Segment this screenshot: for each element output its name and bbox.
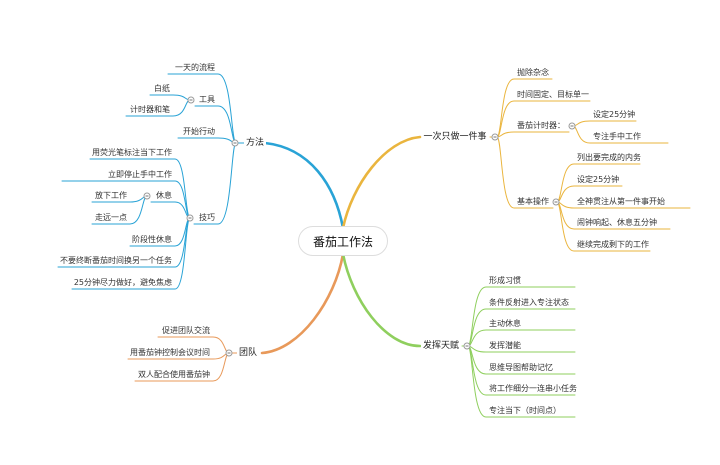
node-stop-now[interactable]: 立即停止手中工作: [107, 170, 173, 180]
node-list-tasks[interactable]: 列出要完成的内务: [576, 153, 642, 163]
node-no-interrupt[interactable]: 不要终断番茄时间换另一个任务: [59, 256, 173, 266]
node-stage-rest[interactable]: 阶段性休息: [131, 235, 173, 245]
main-branch-talent: [341, 252, 422, 348]
node-tomato-timer[interactable]: 番茄计时器：: [516, 121, 566, 131]
branch-method[interactable]: 方法: [243, 138, 267, 148]
connector-line: [496, 131, 561, 138]
node-rest[interactable]: 休息: [155, 191, 173, 201]
node-set-25[interactable]: 设定25分钟: [592, 110, 637, 120]
node-all-in[interactable]: 全神贯注从第一件事开始: [576, 197, 666, 207]
collapse-toggle-single-task[interactable]: [491, 133, 499, 141]
collapse-toggle-method[interactable]: [231, 139, 239, 147]
node-basic-ops[interactable]: 基本操作: [516, 197, 550, 207]
collapse-toggle-tools[interactable]: [187, 96, 195, 104]
node-reflex[interactable]: 条件反射进入专注状态: [488, 298, 570, 308]
main-branch-method: [263, 141, 345, 230]
main-branch-single-task: [341, 135, 422, 230]
node-highlight[interactable]: 用荧光笔标注当下工作: [91, 148, 173, 158]
connector-line: [217, 142, 237, 225]
main-branch-team: [260, 252, 345, 355]
branch-team[interactable]: 团队: [236, 348, 260, 358]
node-alarm-rest[interactable]: 闹钟响起、休息五分钟: [576, 218, 658, 228]
node-start-action[interactable]: 开始行动: [182, 127, 216, 137]
node-potential[interactable]: 发挥潜能: [488, 341, 522, 351]
node-active-rest[interactable]: 主动休息: [488, 319, 522, 329]
node-focus-work[interactable]: 专注手中工作: [592, 132, 642, 142]
node-pair-use[interactable]: 双人配合使用番茄钟: [137, 370, 211, 380]
central-topic[interactable]: 番茄工作法: [298, 226, 388, 256]
node-tools[interactable]: 工具: [198, 95, 216, 105]
connector-line: [177, 137, 237, 144]
connector-line: [467, 345, 576, 418]
node-fixed-goal[interactable]: 时间固定、目标单一: [516, 90, 590, 100]
connector-line: [151, 201, 191, 219]
node-paper[interactable]: 白纸: [153, 84, 171, 94]
node-continue-work[interactable]: 继续完成剩下的工作: [576, 240, 650, 250]
node-habit[interactable]: 形成习惯: [488, 276, 522, 286]
collapse-toggle-talent[interactable]: [463, 342, 471, 350]
connector-line: [572, 120, 637, 127]
node-walk-away[interactable]: 走远一点: [94, 213, 128, 223]
node-timer-pen[interactable]: 计时器和笔: [129, 105, 171, 115]
node-present[interactable]: 专注当下（时间点）: [488, 406, 562, 416]
collapse-toggle-basic-ops[interactable]: [552, 198, 560, 206]
connector-line: [89, 158, 191, 219]
node-team-exchange[interactable]: 促进团队交流: [161, 326, 211, 336]
node-mindmap[interactable]: 思维导图帮助记忆: [488, 363, 554, 373]
branch-single-task[interactable]: 一次只做一件事: [421, 132, 489, 142]
connector-line: [149, 94, 191, 101]
node-put-down[interactable]: 放下工作: [94, 191, 128, 201]
node-flow[interactable]: 一天的流程: [174, 63, 216, 73]
collapse-toggle-tomato-timer[interactable]: [568, 122, 576, 130]
node-split-tasks[interactable]: 将工作细分一连串小任务: [488, 384, 578, 394]
node-do-best[interactable]: 25分钟尽力做好，避免焦虑: [72, 278, 173, 288]
node-meeting-time[interactable]: 用番茄钟控制会议时间: [129, 348, 211, 358]
node-skills[interactable]: 技巧: [198, 213, 216, 223]
connector-line: [217, 105, 237, 144]
node-clear-mind[interactable]: 抛除杂念: [516, 68, 550, 78]
connector-line: [467, 286, 576, 347]
connector-line: [496, 136, 553, 209]
node-set-25-b[interactable]: 设定25分钟: [576, 175, 621, 185]
collapse-toggle-team[interactable]: [225, 349, 233, 357]
collapse-toggle-skills[interactable]: [186, 214, 194, 222]
branch-talent[interactable]: 发挥天赋: [420, 341, 462, 351]
collapse-toggle-rest[interactable]: [143, 192, 151, 200]
